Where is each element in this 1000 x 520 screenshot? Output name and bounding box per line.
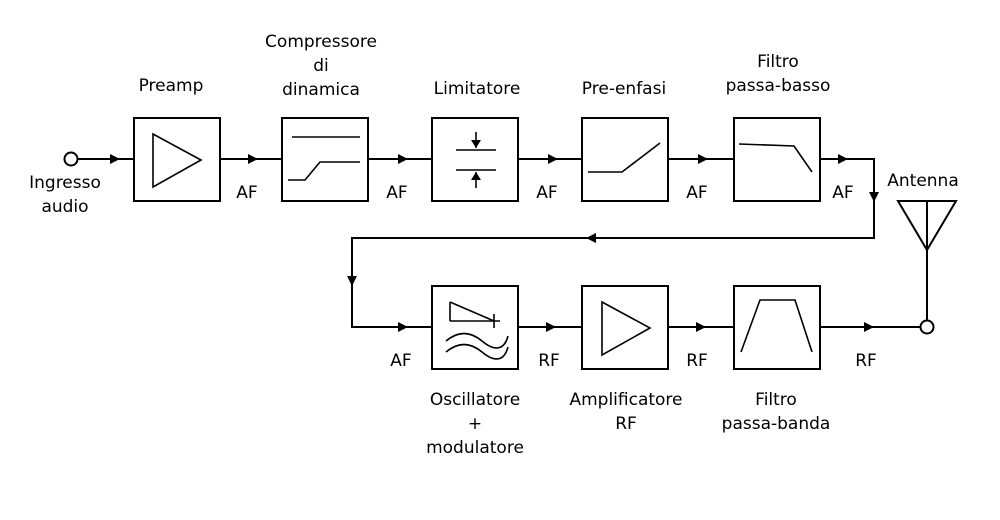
audio-input-jack-icon: [63, 151, 79, 167]
bandpass-curve-icon: [740, 299, 813, 353]
arrowhead: [548, 154, 558, 164]
compressor-label-line1: Compressore: [265, 32, 377, 52]
signal-label-rf: RF: [538, 351, 560, 371]
oscillator-label-line2: +: [468, 414, 482, 434]
preamp-block: [133, 117, 221, 202]
limiter-block: [431, 117, 519, 202]
arrowhead: [110, 154, 120, 164]
rf-amplifier-block: [581, 285, 669, 370]
lowpass-label-line2: passa-basso: [726, 76, 831, 96]
compressor-label-line3: dinamica: [282, 80, 360, 100]
input-label-line2: audio: [41, 197, 88, 217]
lowpass-label-line1: Filtro: [757, 52, 799, 72]
compressor-block: [281, 117, 369, 202]
signal-label-af: AF: [686, 183, 707, 203]
oscillator-label-line3: modulatore: [426, 438, 524, 458]
top-row-connections: [78, 154, 879, 332]
arrowhead: [546, 322, 556, 332]
preemphasis-block: [581, 117, 669, 202]
arrowhead: [869, 192, 879, 202]
antenna-label: Antenna: [887, 171, 959, 191]
compressor-label-line2: di: [313, 56, 329, 76]
signal-label-rf: RF: [855, 351, 877, 371]
preemphasis-label: Pre-enfasi: [582, 79, 666, 99]
signal-label-rf: RF: [686, 351, 708, 371]
amplifier-triangle-icon: [601, 300, 652, 357]
signal-label-af: AF: [536, 183, 557, 203]
preamp-label: Preamp: [139, 76, 204, 96]
oscillator-modulator-block: [431, 285, 519, 370]
arrowhead: [696, 322, 706, 332]
compressor-curve-icon: [288, 136, 360, 181]
rf-amp-label-line2: RF: [615, 414, 637, 434]
lowpass-block: [733, 117, 821, 202]
oscillator-label-line1: Oscillatore: [430, 390, 520, 410]
arrowhead: [864, 322, 874, 332]
input-label-line1: Ingresso: [29, 173, 101, 193]
arrowhead: [347, 276, 357, 286]
amplifier-triangle-icon: [152, 132, 203, 189]
bandpass-label-line1: Filtro: [755, 390, 797, 410]
arrowhead: [398, 322, 408, 332]
signal-label-af: AF: [386, 183, 407, 203]
lowpass-curve-icon: [738, 143, 813, 173]
bottom-row-connections: [518, 322, 920, 332]
signal-label-af: AF: [832, 183, 853, 203]
bandpass-block: [733, 285, 821, 370]
arrowhead: [248, 154, 258, 164]
bandpass-label-line2: passa-banda: [722, 414, 831, 434]
arrowhead: [586, 233, 596, 243]
arrowhead: [838, 154, 848, 164]
rf-amp-label-line1: Amplificatore: [569, 390, 682, 410]
antenna-connector-icon: [919, 319, 935, 335]
arrowhead: [698, 154, 708, 164]
limiter-label: Limitatore: [434, 79, 521, 99]
signal-label-af: AF: [390, 351, 411, 371]
oscillator-modulator-icon: [445, 301, 509, 360]
arrowhead: [398, 154, 408, 164]
preemphasis-curve-icon: [588, 142, 661, 173]
limiter-arrows-icon: [456, 132, 496, 188]
antenna-icon: [896, 200, 958, 320]
signal-label-af: AF: [236, 183, 257, 203]
